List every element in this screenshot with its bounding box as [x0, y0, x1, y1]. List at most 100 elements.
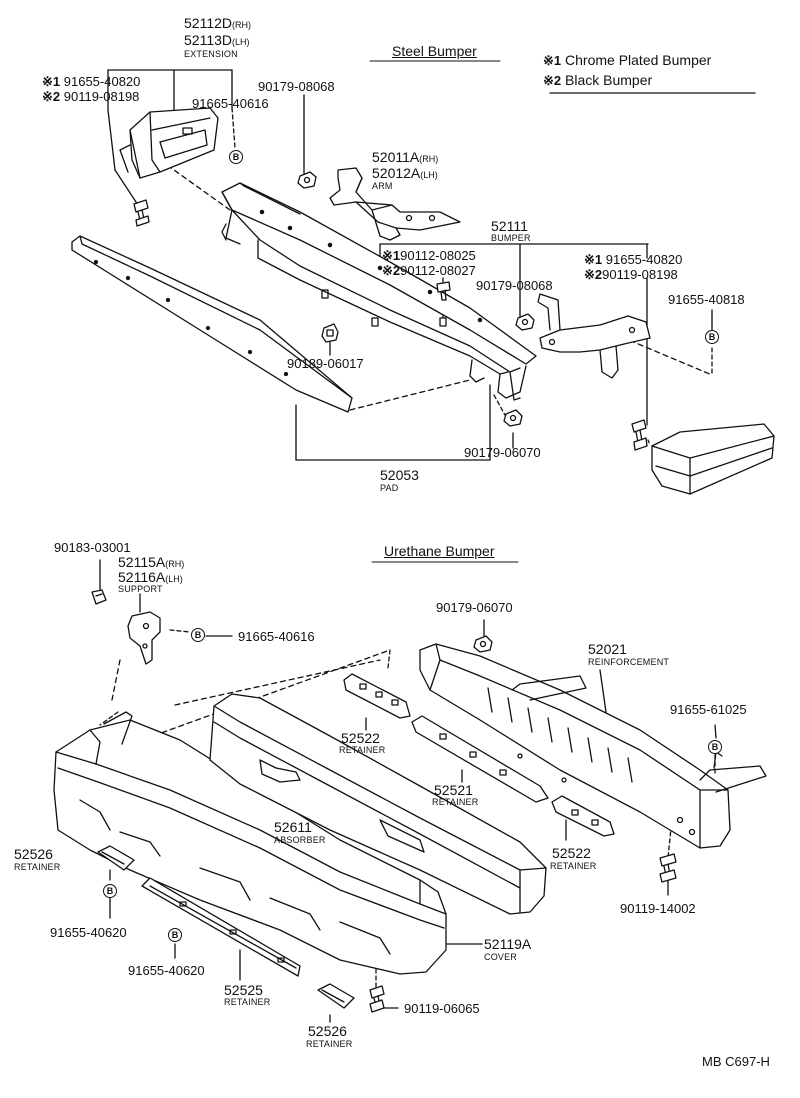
part-number-bumper: 52111: [491, 218, 528, 234]
legend-mark-2: ※2: [543, 73, 562, 88]
clip-2-number: 90112-08027: [400, 263, 476, 278]
bolt-14002-drawing: [659, 853, 677, 883]
bolt-symbol-b: B: [708, 740, 722, 754]
part-number-right-bolt-2: ※290119-08198: [584, 268, 678, 281]
mark-two: ※2: [42, 89, 61, 104]
part-number-52522-upper: 52522: [341, 730, 380, 746]
retainer-name: RETAINER: [224, 997, 271, 1007]
left-bolt-2-number: 90119-08198: [63, 89, 140, 104]
cover-drawing: [53, 711, 447, 975]
retainer-name: RETAINER: [339, 745, 386, 755]
part-number-52525: 52525: [224, 982, 263, 998]
retainer-52522-lower-drawing: [551, 795, 615, 837]
pad-strip-drawing: [71, 235, 353, 413]
arm-lh-side: (LH): [420, 170, 438, 180]
part-number-91665-40616: 91665-40616: [192, 96, 269, 111]
right-bolt-1-number: 91655-40820: [605, 252, 683, 267]
part-number-90179-08068-top: 90179-08068: [258, 79, 335, 94]
nut-urethane-drawing: [473, 635, 493, 653]
steel-bumper-drawing: [221, 182, 537, 401]
arm-part-drawing: [329, 167, 461, 241]
absorber-name: ABSORBER: [274, 835, 326, 845]
part-number-52526-bottom: 52526: [308, 1023, 347, 1039]
part-number-91665-40616-urethane: 91665-40616: [238, 629, 315, 644]
mark-one: ※1: [42, 74, 61, 89]
retainer-name: RETAINER: [14, 862, 61, 872]
steel-leader-lines: [107, 60, 756, 461]
mark-one: ※1: [382, 248, 401, 263]
support-drawing: [127, 611, 161, 665]
part-number-left-bolt-1: ※1 91655-40820: [42, 75, 140, 88]
part-number-90183-03001: 90183-03001: [54, 540, 131, 555]
part-number-91655-40620-a: 91655-40620: [50, 925, 127, 940]
part-number-52521: 52521: [434, 782, 473, 798]
retainer-name: RETAINER: [306, 1039, 353, 1049]
clip-drawing: [321, 323, 339, 343]
bolt-symbol-b: B: [168, 928, 182, 942]
part-number-absorber: 52611: [274, 819, 312, 835]
part-number-left-bolt-2: ※2 90119-08198: [42, 90, 139, 103]
mark-one: ※1: [584, 252, 603, 267]
legend-text-black: Black Bumper: [565, 72, 653, 88]
retainer-name: RETAINER: [432, 797, 479, 807]
part-number-right-bolt-1: ※1 91655-40820: [584, 253, 682, 266]
legend-item-black: ※2 Black Bumper: [543, 73, 652, 87]
arm-rh-number: 52011A: [372, 149, 420, 165]
diagram-code: MB C697-H: [702, 1054, 770, 1069]
right-bolt-drawing: [631, 419, 648, 451]
left-bolt-drawing: [133, 199, 150, 227]
support-lh-number: 52116A: [118, 569, 166, 585]
part-number-extension-lh: 52113D(LH): [184, 33, 250, 47]
part-number-90179-06070: 90179-06070: [464, 445, 541, 460]
legend-text-chrome: Chrome Plated Bumper: [565, 52, 712, 68]
right-arm-drawing: [537, 293, 651, 379]
part-number-cover: 52119A: [484, 936, 532, 952]
right-extension-drawing: [651, 423, 775, 495]
mark-two: ※2: [382, 263, 401, 278]
extension-lh-number: 52113D: [184, 32, 233, 48]
right-bolt-2-number: 90119-08198: [602, 267, 678, 282]
reinforcement-name: REINFORCEMENT: [588, 657, 670, 667]
bumper-name: BUMPER: [491, 233, 531, 243]
legend-mark-1: ※1: [543, 53, 562, 68]
part-number-52526-left: 52526: [14, 846, 53, 862]
bolt-06065-drawing: [369, 985, 385, 1013]
retainer-52522-upper-drawing: [343, 673, 411, 719]
retainer-52521-drawing: [411, 715, 549, 803]
bolt-symbol-b: B: [191, 628, 205, 642]
support-lh-side: (LH): [165, 574, 183, 584]
part-number-52522-lower: 52522: [552, 845, 591, 861]
bolt-symbol-b: B: [229, 150, 243, 164]
arm-name: ARM: [372, 181, 393, 191]
clip-1-number: 90112-08025: [400, 248, 476, 263]
legend-item-chrome: ※1 Chrome Plated Bumper: [543, 53, 711, 67]
mark-two: ※2: [584, 267, 603, 282]
support-name: SUPPORT: [118, 584, 163, 594]
part-number-90119-14002: 90119-14002: [620, 901, 696, 916]
retainer-52526-left-drawing: [97, 845, 135, 871]
bolt-symbol-b: B: [705, 330, 719, 344]
part-number-support-lh: 52116A(LH): [118, 570, 183, 584]
extension-rh-number: 52112D: [184, 15, 233, 31]
part-number-90179-06070-urethane: 90179-06070: [436, 600, 513, 615]
part-number-91655-61025: 91655-61025: [670, 702, 747, 717]
nut-right-drawing: [515, 313, 535, 331]
steel-bumper-title: Steel Bumper: [392, 43, 477, 59]
nut-06070-drawing: [503, 409, 523, 427]
cover-name: COVER: [484, 952, 518, 962]
clip-90183-drawing: [91, 589, 107, 605]
retainer-52525-drawing: [141, 877, 301, 977]
nut-drawing: [297, 171, 317, 189]
part-number-arm-lh: 52012A(LH): [372, 166, 438, 180]
part-number-90179-08068-right: 90179-08068: [476, 278, 553, 293]
retainer-52526-bottom-drawing: [317, 983, 355, 1009]
clip-90112-drawing: [436, 281, 451, 301]
part-number-91655-40818: 91655-40818: [668, 292, 745, 307]
bolt-symbol-b: B: [103, 884, 117, 898]
urethane-bumper-title: Urethane Bumper: [384, 543, 495, 559]
part-number-pad: 52053: [380, 467, 419, 483]
part-number-90189-06017: 90189-06017: [287, 356, 364, 371]
support-rh-number: 52115A: [118, 554, 166, 570]
